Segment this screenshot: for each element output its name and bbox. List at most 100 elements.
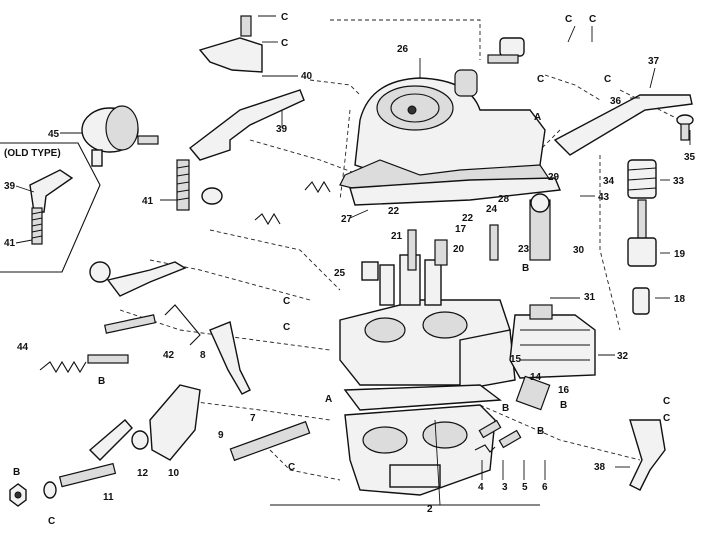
- link-rod-42: [164, 304, 201, 346]
- throttle-shaft-11: [58, 419, 133, 488]
- label-22-a: 22: [388, 206, 400, 217]
- callout-b-1: B: [522, 263, 529, 274]
- label-7: 7: [250, 413, 256, 424]
- spring-18: [632, 287, 650, 315]
- callout-c-5: C: [537, 74, 544, 85]
- label-41: 41: [142, 196, 154, 207]
- assembly-guide-lines: [119, 19, 681, 481]
- callout-c-6: C: [604, 74, 611, 85]
- label-45: 45: [48, 129, 60, 140]
- label-37: 37: [648, 56, 660, 67]
- cam-arm-left: [89, 261, 187, 334]
- label-9: 9: [218, 430, 224, 441]
- callout-b-3: B: [502, 403, 509, 414]
- label-11: 11: [103, 492, 114, 503]
- label-22-b: 22: [462, 213, 474, 224]
- label-43: 43: [598, 192, 610, 203]
- label-10: 10: [168, 468, 180, 479]
- label-30: 30: [573, 245, 585, 256]
- label-25: 25: [334, 268, 346, 279]
- label-28: 28: [498, 194, 510, 205]
- needle-21: [407, 229, 417, 271]
- callout-a-1: A: [534, 112, 541, 123]
- shaft-2: [229, 420, 311, 462]
- callout-c-2: C: [281, 38, 288, 49]
- callout-c-10: C: [663, 413, 670, 424]
- callout-c-4: C: [589, 14, 596, 25]
- callout-c-8: C: [283, 322, 290, 333]
- choke-chamber-cover: [339, 69, 552, 196]
- lower-gasket: [343, 384, 502, 411]
- washer-c-left: [43, 481, 57, 499]
- spring-33: [627, 159, 657, 199]
- label-19: 19: [674, 249, 686, 260]
- callout-b-6: B: [13, 467, 20, 478]
- washer-12: [131, 430, 149, 450]
- old-type-inset: (OLD TYPE) 39 41: [0, 142, 101, 273]
- bracket-40: [198, 15, 263, 73]
- rod-19: [627, 199, 657, 267]
- leader-lines: [60, 15, 691, 506]
- jets-14-15: [515, 375, 551, 411]
- callout-b-4: B: [537, 426, 544, 437]
- label-39: 39: [276, 124, 288, 135]
- label-29: 29: [548, 172, 560, 183]
- spring-mid: [254, 212, 281, 226]
- adjust-screw-41: [176, 159, 190, 211]
- callout-b-5: B: [560, 400, 567, 411]
- label-8: 8: [200, 350, 206, 361]
- label-14: 14: [530, 372, 542, 383]
- label-26: 26: [397, 44, 409, 55]
- nut-b-left: [9, 483, 27, 507]
- callout-c-3: C: [565, 14, 572, 25]
- throttle-lever-39: [188, 89, 305, 161]
- label-27: 27: [341, 214, 353, 225]
- label-12: 12: [137, 468, 149, 479]
- old-throttle-lever: [29, 169, 74, 213]
- label-20: 20: [453, 244, 465, 255]
- label-23: 23: [518, 244, 530, 255]
- label-40: 40: [301, 71, 313, 82]
- callout-c-9: C: [663, 396, 670, 407]
- label-5: 5: [522, 482, 528, 493]
- label-4: 4: [478, 482, 484, 493]
- callout-c-11: C: [48, 516, 55, 527]
- old-label-39: 39: [4, 181, 16, 192]
- cam-38: [629, 419, 666, 491]
- jet-25: [361, 261, 379, 281]
- label-2: 2: [427, 504, 433, 515]
- screw-35: [676, 114, 694, 141]
- spring-44: [39, 354, 129, 374]
- label-36: 36: [610, 96, 622, 107]
- label-17: 17: [455, 224, 467, 235]
- choke-lever-top: [487, 37, 525, 64]
- old-adjust-screw: [31, 207, 43, 245]
- screws-3-4-5-6: [474, 419, 522, 453]
- callout-c-1: C: [281, 12, 288, 23]
- spring-upper: [304, 180, 331, 194]
- label-6: 6: [542, 482, 548, 493]
- old-type-title: (OLD TYPE): [4, 148, 61, 159]
- label-15: 15: [510, 354, 522, 365]
- label-31: 31: [584, 292, 596, 303]
- callout-b-2: B: [98, 376, 105, 387]
- callout-c-12: C: [288, 462, 295, 473]
- lever-34: [553, 94, 693, 156]
- throttle-lever-10: [149, 384, 201, 461]
- float-chamber-cover: [509, 304, 596, 379]
- washer-left-mid: [201, 187, 223, 205]
- label-32: 32: [617, 351, 629, 362]
- dashpot-diaphragm-45: [81, 105, 159, 167]
- label-33: 33: [673, 176, 685, 187]
- callout-a-2: A: [325, 394, 332, 405]
- label-18: 18: [674, 294, 686, 305]
- main-body: [339, 239, 516, 391]
- gasket-30-top: [530, 193, 550, 213]
- label-38: 38: [594, 462, 606, 473]
- label-42: 42: [163, 350, 175, 361]
- label-34: 34: [603, 176, 615, 187]
- callout-c-7: C: [283, 296, 290, 307]
- throttle-chamber: [344, 404, 496, 496]
- label-24: 24: [486, 204, 498, 215]
